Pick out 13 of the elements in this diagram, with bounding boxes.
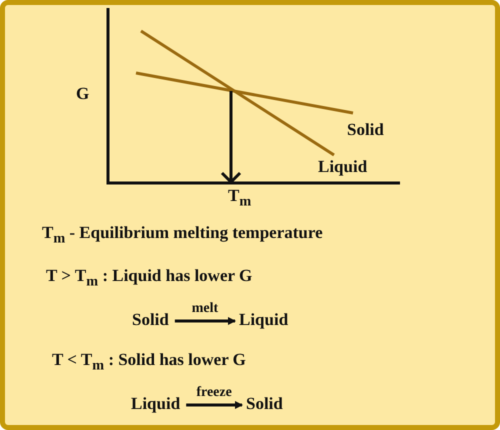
definition-text: T$_{m}$ - Equilibrium melting temperature bbox=[42, 223, 323, 248]
condition-text: T < T$_{m}$ : Solid has lower G bbox=[52, 350, 246, 376]
arrow bbox=[186, 401, 243, 409]
state-label: Liquid bbox=[131, 394, 180, 414]
axis-label: G bbox=[76, 84, 90, 104]
curve-label: Liquid bbox=[318, 157, 368, 177]
curve-label: Solid bbox=[347, 120, 384, 140]
axis-label: T$_{m}$ bbox=[228, 186, 252, 212]
condition-text: T > T$_{m}$ : Liquid has lower G bbox=[46, 266, 252, 292]
state-label: Solid bbox=[246, 394, 283, 414]
state-label: Solid bbox=[132, 310, 169, 330]
arrow bbox=[174, 317, 236, 325]
state-label: Liquid bbox=[239, 310, 288, 330]
